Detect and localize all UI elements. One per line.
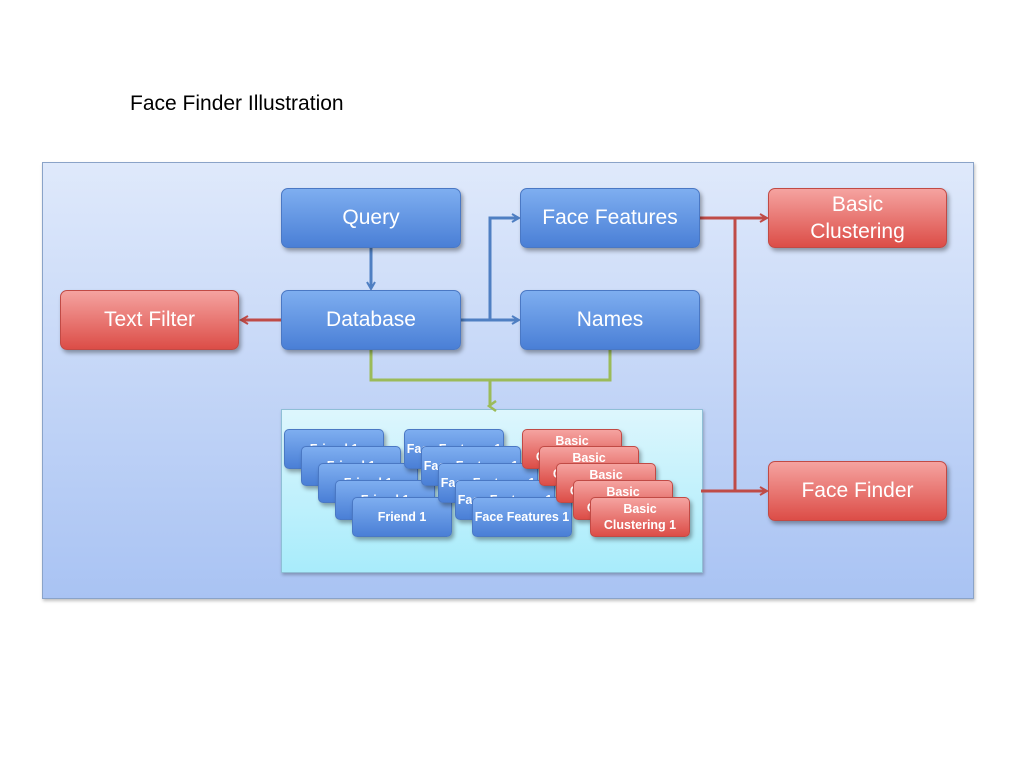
text-filter-label: Text Filter	[103, 308, 195, 332]
query-label: Query	[342, 206, 400, 230]
text-filter-node[interactable]: Text Filter	[60, 290, 239, 350]
arrow-database-facefeatures	[488, 218, 518, 320]
arrow-facefeatures-facefinder	[733, 218, 766, 491]
face-finder-node[interactable]: Face Finder	[768, 461, 947, 521]
face-features-node[interactable]: Face Features	[520, 188, 700, 248]
face-features-label: Face Features	[542, 206, 678, 230]
names-label: Names	[576, 308, 644, 332]
face-finder-label: Face Finder	[801, 479, 914, 503]
basic-clustering-node[interactable]: Basic Clustering	[768, 188, 947, 248]
friend-card[interactable]: Friend 1	[352, 497, 452, 537]
database-node[interactable]: Database	[281, 290, 461, 350]
face-features-card-label: Face Features 1	[474, 509, 570, 524]
database-label: Database	[326, 308, 416, 332]
face-features-card[interactable]: Face Features 1	[472, 497, 572, 537]
query-node[interactable]: Query	[281, 188, 461, 248]
friend-card-label: Friend 1	[377, 509, 427, 524]
clustering-card[interactable]: Basic Clustering 1	[590, 497, 690, 537]
arrow-database-names-merge	[369, 350, 612, 382]
clustering-card-label: Basic Clustering 1	[603, 501, 677, 532]
names-node[interactable]: Names	[520, 290, 700, 350]
basic-clustering-label: Basic Clustering	[810, 192, 905, 243]
diagram-title: Face Finder Illustration	[130, 92, 344, 115]
